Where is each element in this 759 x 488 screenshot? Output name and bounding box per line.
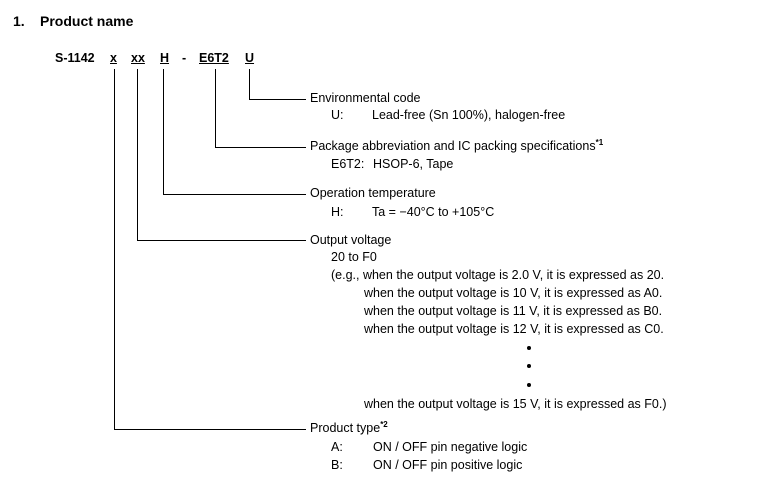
- section-title: Product name: [40, 13, 134, 29]
- connector-output-voltage: [137, 69, 306, 241]
- segment-output-voltage: xx: [131, 51, 145, 65]
- operation-temp-title: Operation temperature: [310, 186, 436, 200]
- output-voltage-title: Output voltage: [310, 233, 392, 247]
- package-value: HSOP-6, Tape: [373, 157, 454, 171]
- output-voltage-example: when the output voltage is 11 V, it is e…: [364, 304, 663, 318]
- env-code-value: Lead-free (Sn 100%), halogen-free: [372, 108, 566, 122]
- connector-package: [215, 69, 306, 148]
- connector-env: [249, 69, 306, 100]
- ellipsis-dot: [527, 364, 531, 368]
- package-key: E6T2:: [331, 157, 365, 171]
- ellipsis-dot: [527, 346, 531, 350]
- ellipsis-dot: [527, 383, 531, 387]
- product-type-option-key: A:: [331, 440, 343, 454]
- product-code-prefix: S-1142: [55, 51, 95, 65]
- output-voltage-last-example: when the output voltage is 15 V, it is e…: [364, 397, 667, 411]
- segment-product-type: x: [110, 51, 117, 65]
- product-type-option-key: B:: [331, 458, 343, 472]
- package-title-text: Package abbreviation and IC packing spec…: [310, 139, 596, 153]
- operation-temp-value: Ta = −40°C to +105°C: [372, 205, 495, 219]
- segment-package: E6T2: [199, 51, 229, 65]
- product-type-footnote: *2: [380, 420, 388, 429]
- output-voltage-example: when the output voltage is 10 V, it is e…: [364, 286, 663, 300]
- env-code-key: U:: [331, 108, 344, 122]
- package-footnote: *1: [595, 138, 604, 147]
- product-type-title: Product type*2: [310, 420, 388, 435]
- segment-operation-temp: H: [160, 51, 170, 65]
- product-type-title-text: Product type: [310, 421, 381, 435]
- package-title: Package abbreviation and IC packing spec…: [310, 138, 604, 153]
- segment-env: U: [245, 51, 255, 65]
- section-number: 1.: [13, 13, 25, 29]
- output-voltage-example: when the output voltage is 12 V, it is e…: [364, 322, 664, 336]
- connector-product-type: [114, 69, 306, 430]
- segment-dash: -: [182, 51, 187, 65]
- connector-operation-temp: [163, 69, 306, 195]
- product-type-option-value: ON / OFF pin negative logic: [373, 440, 528, 454]
- output-voltage-range: 20 to F0: [331, 250, 377, 264]
- product-type-option-value: ON / OFF pin positive logic: [373, 458, 523, 472]
- output-voltage-example: (e.g., when the output voltage is 2.0 V,…: [331, 268, 665, 282]
- operation-temp-key: H:: [331, 205, 344, 219]
- env-code-title: Environmental code: [310, 91, 421, 105]
